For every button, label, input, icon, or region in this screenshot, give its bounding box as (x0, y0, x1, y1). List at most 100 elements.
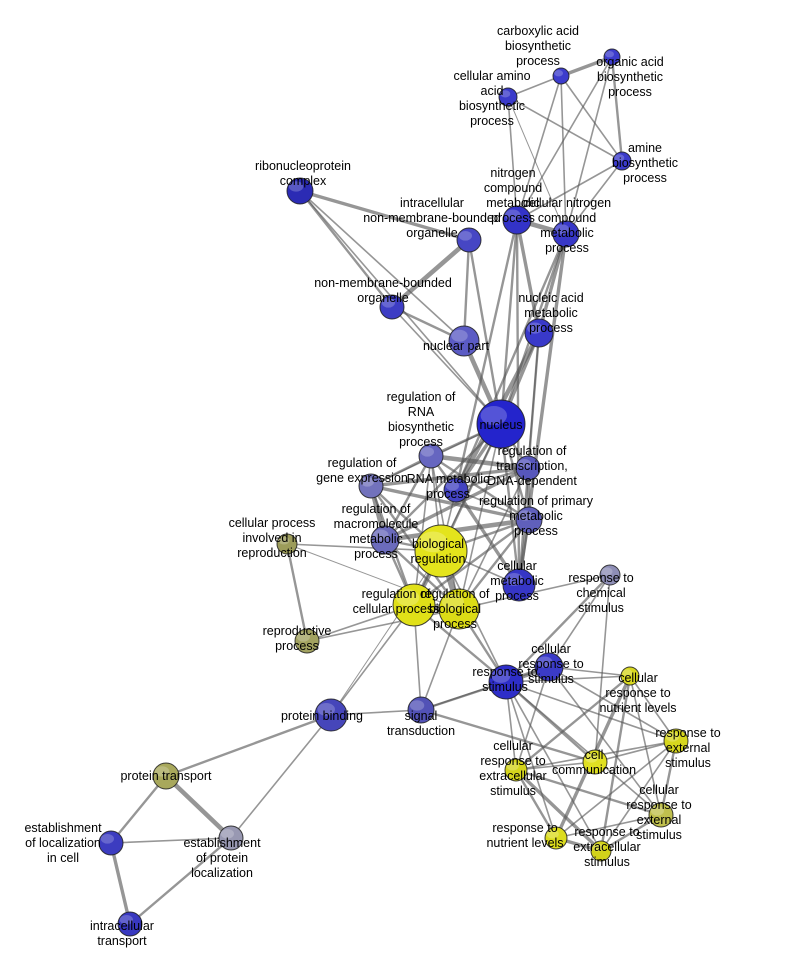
edge-respext-crexternal (659, 739, 678, 817)
node-carboxylic[interactable] (552, 67, 570, 85)
node-prottrans[interactable] (152, 762, 180, 790)
node-aminoacid[interactable] (498, 87, 518, 107)
node-reprod[interactable] (294, 628, 320, 654)
node-circle-amine[interactable] (612, 151, 632, 171)
node-highlight (418, 531, 448, 553)
edge-nitrogen-nucleus (499, 218, 519, 426)
node-highlight (665, 732, 680, 742)
node-circle-regcell[interactable] (392, 583, 436, 627)
node-circle-respchem[interactable] (599, 564, 621, 586)
node-cellmetab[interactable] (502, 568, 536, 602)
node-circle-cellresp[interactable] (534, 652, 564, 682)
node-circle-cpreprod[interactable] (276, 533, 298, 555)
node-circle-protbind[interactable] (314, 698, 348, 732)
node-circle-regtrans[interactable] (515, 455, 541, 481)
edge-organic-nitrogen (516, 56, 613, 221)
node-respnutrient[interactable] (544, 826, 568, 850)
node-nuclearpart[interactable] (448, 325, 480, 357)
node-respchem[interactable] (599, 564, 621, 586)
node-circle-regbio[interactable] (438, 588, 480, 630)
node-bioreg[interactable] (414, 524, 468, 578)
node-circle-regprimary[interactable] (515, 506, 543, 534)
node-circle-nuclearpart[interactable] (448, 325, 480, 357)
edge-intranmb-nucleus (467, 238, 503, 426)
node-crexternal[interactable] (648, 802, 674, 828)
node-regmacro[interactable] (370, 525, 400, 555)
node-circle-crextracell[interactable] (504, 758, 528, 782)
node-organic[interactable] (603, 48, 621, 66)
node-circle-bioreg[interactable] (414, 524, 468, 578)
node-cellnitrogen[interactable] (552, 220, 580, 248)
node-intratrans[interactable] (117, 911, 143, 937)
node-circle-nitrogen[interactable] (502, 205, 532, 235)
node-circle-aminoacid[interactable] (498, 87, 518, 107)
node-circle-cellmetab[interactable] (502, 568, 536, 602)
node-circle-cellcomm[interactable] (582, 749, 608, 775)
node-respstim[interactable] (488, 664, 524, 700)
node-circle-organic[interactable] (603, 48, 621, 66)
node-protbind[interactable] (314, 698, 348, 732)
node-circle-crexternal[interactable] (648, 802, 674, 828)
edge-amine-nitrogen (516, 160, 623, 221)
node-respextracell[interactable] (590, 840, 612, 862)
node-reggene[interactable] (358, 473, 384, 499)
node-cpreprod[interactable] (276, 533, 298, 555)
node-layer (98, 48, 689, 937)
edge-cellnitrogen-rnametab (454, 232, 568, 492)
edge-regtrans-reggene (369, 466, 530, 488)
node-circle-intratrans[interactable] (117, 911, 143, 937)
node-circle-respextracell[interactable] (590, 840, 612, 862)
node-circle-prottrans[interactable] (152, 762, 180, 790)
node-circle-carboxylic[interactable] (552, 67, 570, 85)
node-circle-cellnitrogen[interactable] (552, 220, 580, 248)
node-cellresp[interactable] (534, 652, 564, 682)
node-cellcomm[interactable] (582, 749, 608, 775)
node-highlight (605, 51, 614, 58)
node-rnametab[interactable] (443, 477, 469, 503)
node-nucleus[interactable] (476, 399, 526, 449)
node-highlight (500, 90, 511, 98)
node-circle-rnp[interactable] (286, 177, 314, 205)
node-circle-reprod[interactable] (294, 628, 320, 654)
node-nmborg[interactable] (379, 294, 405, 320)
node-crextracell[interactable] (504, 758, 528, 782)
node-amine[interactable] (612, 151, 632, 171)
node-intranmb[interactable] (456, 227, 482, 253)
edge-crextracell-respextracell (514, 768, 603, 853)
node-circle-nmborg[interactable] (379, 294, 405, 320)
node-crnutrient[interactable] (620, 666, 640, 686)
edge-respstim-respnutrient (505, 681, 557, 839)
node-estloc[interactable] (98, 830, 124, 856)
node-nucleicacid[interactable] (524, 318, 554, 348)
node-circle-respstim[interactable] (488, 664, 524, 700)
node-regprimary[interactable] (515, 506, 543, 534)
node-regrna[interactable] (418, 443, 444, 469)
node-circle-sigtrans[interactable] (407, 696, 435, 724)
node-regcell[interactable] (392, 583, 436, 627)
node-respext[interactable] (663, 728, 689, 754)
node-circle-rnametab[interactable] (443, 477, 469, 503)
node-rnp[interactable] (286, 177, 314, 205)
node-regbio[interactable] (438, 588, 480, 630)
edge-crnutrient-crextracell (514, 674, 632, 772)
node-regtrans[interactable] (515, 455, 541, 481)
node-circle-estprotloc[interactable] (218, 825, 244, 851)
edge-crnutrient-respext (629, 675, 677, 742)
node-circle-crnutrient[interactable] (620, 666, 640, 686)
edge-regrna-regprimary (429, 454, 531, 522)
node-circle-regmacro[interactable] (370, 525, 400, 555)
edge-carboxylic-cellnitrogen (560, 75, 567, 235)
node-circle-nucleicacid[interactable] (524, 318, 554, 348)
node-circle-nucleus[interactable] (476, 399, 526, 449)
node-circle-estloc[interactable] (98, 830, 124, 856)
node-estprotloc[interactable] (218, 825, 244, 851)
node-circle-reggene[interactable] (358, 473, 384, 499)
node-circle-respnutrient[interactable] (544, 826, 568, 850)
node-sigtrans[interactable] (407, 696, 435, 724)
node-circle-intranmb[interactable] (456, 227, 482, 253)
node-nitrogen[interactable] (502, 205, 532, 235)
node-circle-regrna[interactable] (418, 443, 444, 469)
node-circle-respext[interactable] (663, 728, 689, 754)
